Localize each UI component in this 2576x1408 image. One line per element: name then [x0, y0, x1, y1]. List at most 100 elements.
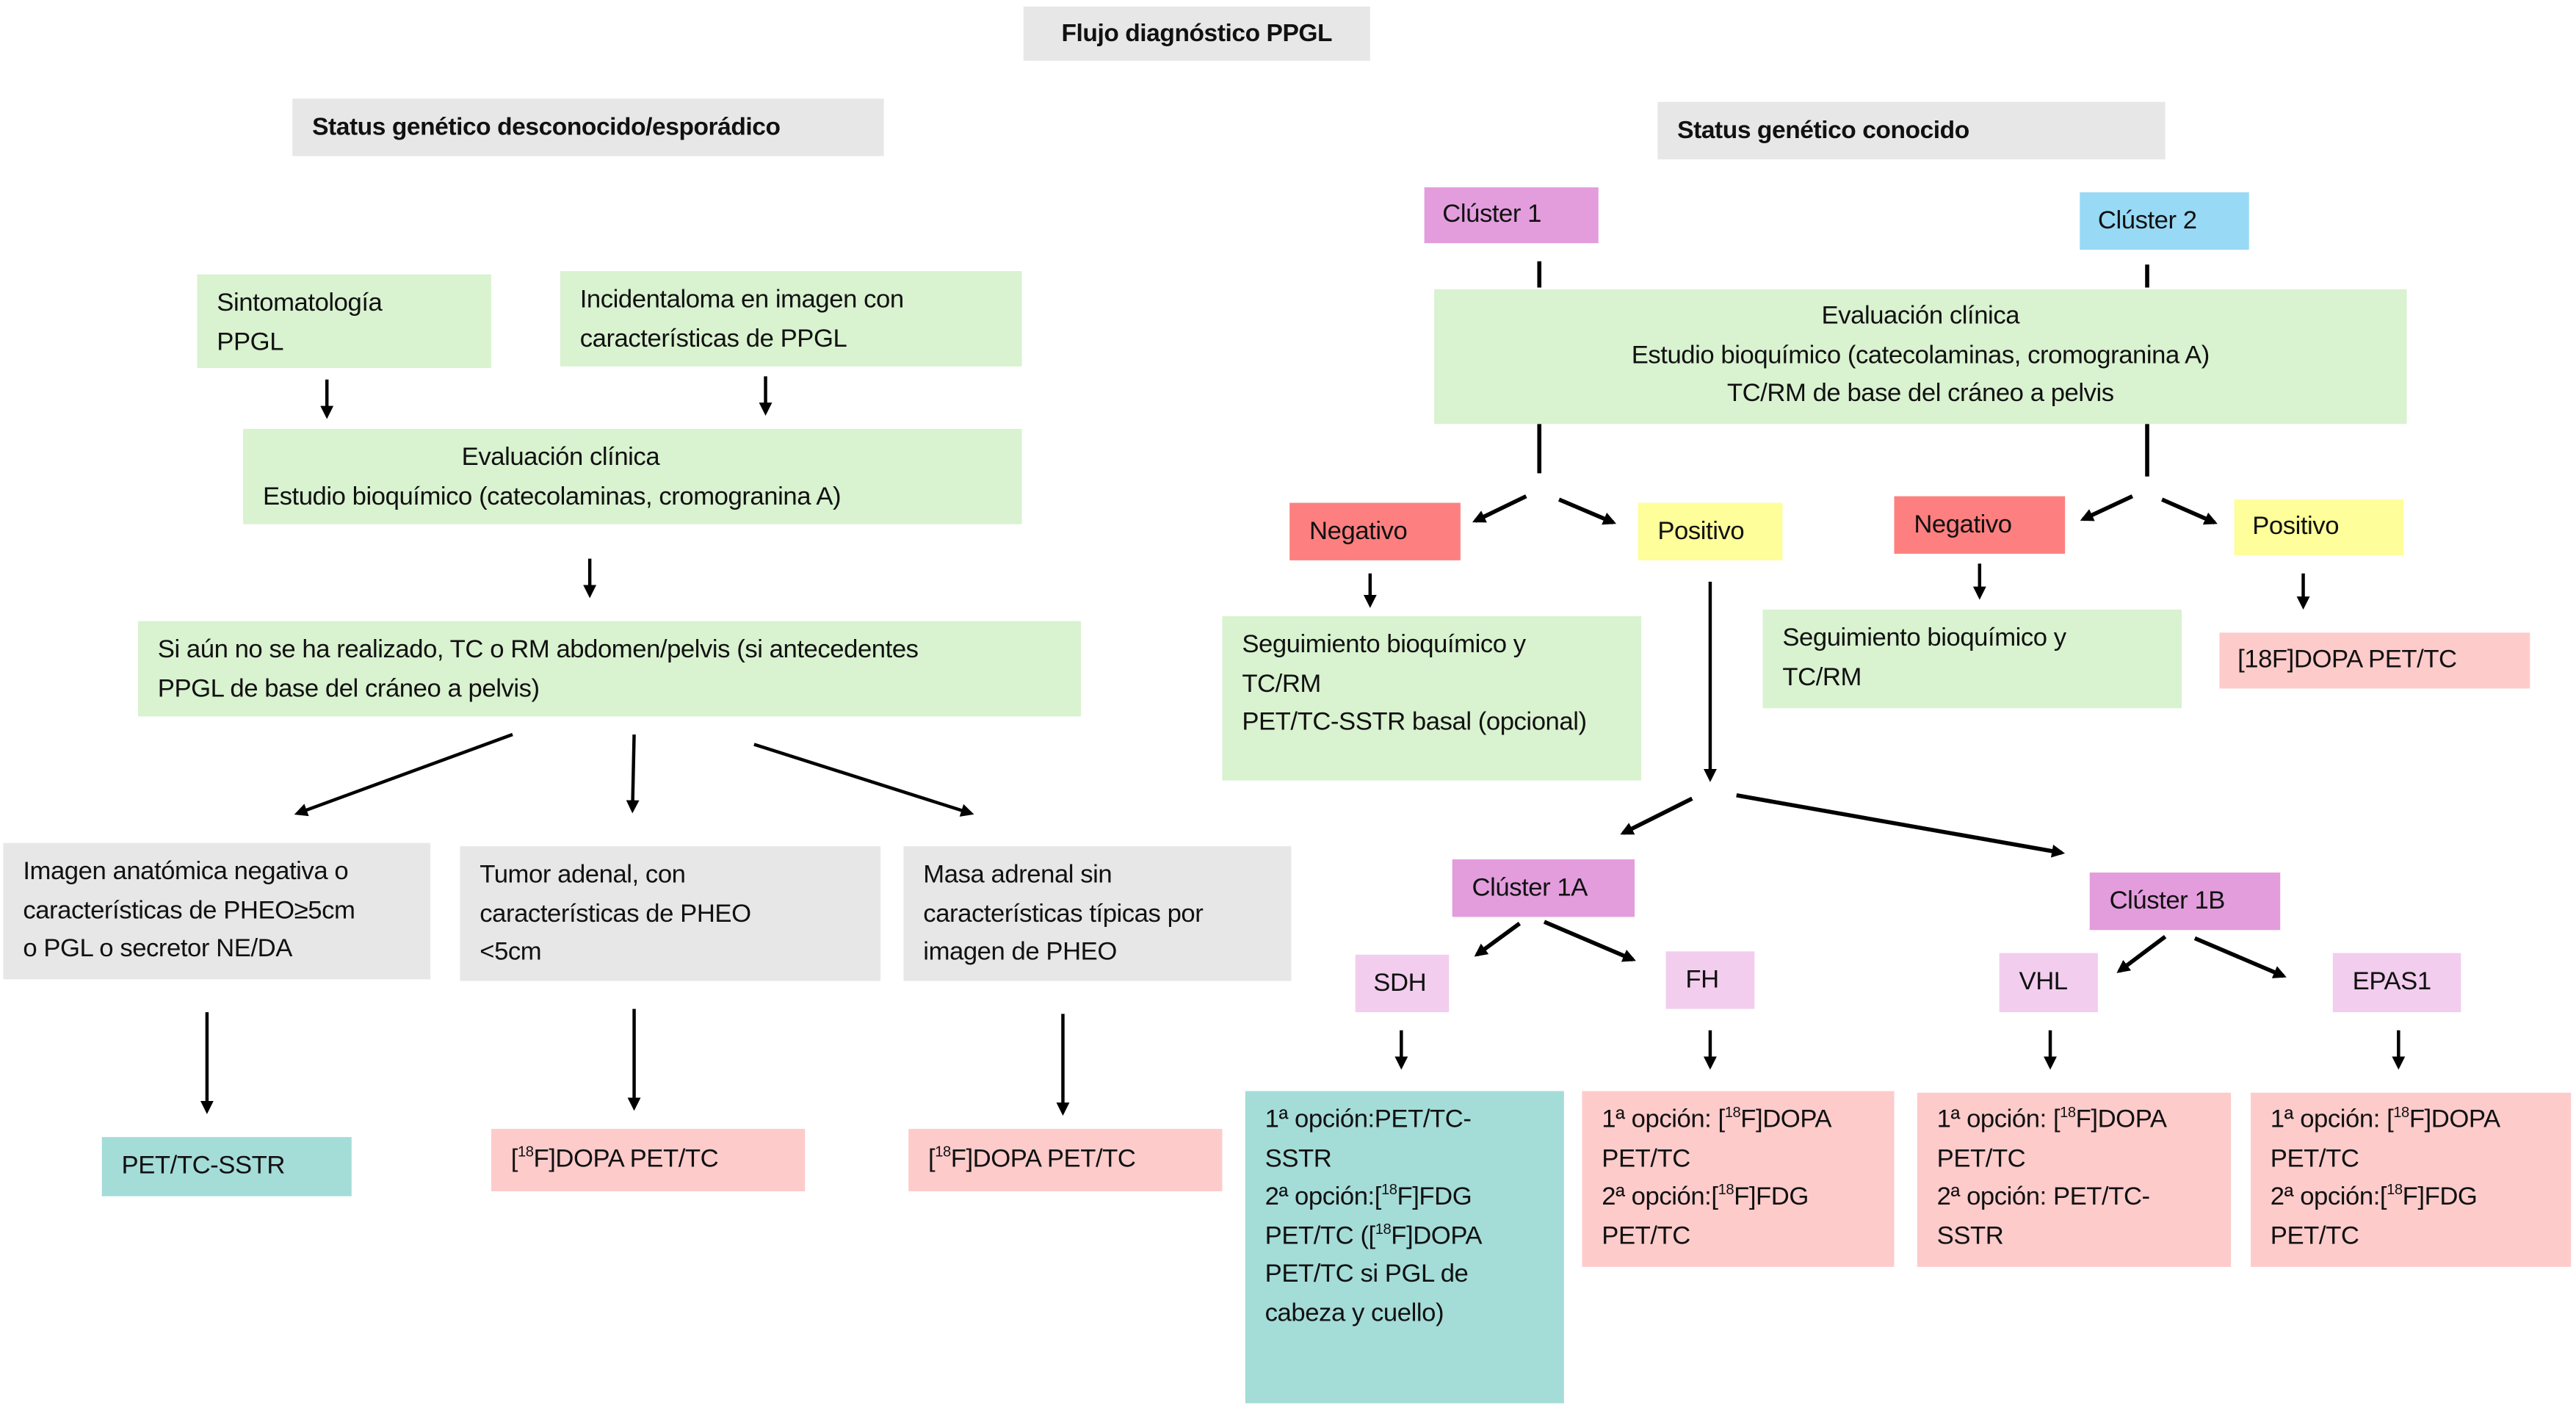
node-text-line: Tumor adenal, con [480, 861, 686, 889]
node-finding-adrenal-small: Tumor adenal, con características de PHE… [460, 846, 881, 981]
superscript: 18 [2387, 1181, 2403, 1198]
node-text-line: 1ª opción: [18F]DOPA [1937, 1101, 2212, 1140]
superscript: 18 [2060, 1104, 2076, 1121]
arrow-imaging-to-finding-3 [753, 743, 974, 817]
node-text-line: TC/RM [1242, 669, 1321, 698]
node-text-line: o PGL o secretor NE/DA [23, 934, 292, 963]
arrow-to-cluster1b [1736, 793, 2066, 858]
superscript: 18 [1724, 1104, 1741, 1121]
text-part: F]DOPA PET/TC [533, 1145, 719, 1174]
arrow-cluster1a-to-sdh [1474, 922, 1522, 957]
text-part: 2ª opción:[ [2270, 1183, 2387, 1211]
node-result-pet-sstr: PET/TC-SSTR [101, 1137, 352, 1196]
node-text-line: PET/TC [2271, 1217, 2552, 1256]
node-text-line: <5cm [480, 938, 542, 967]
node-finding-negative-or-large: Imagen anatómica negativa o característi… [3, 842, 431, 980]
node-text-line: PET/TC ([18F]DOPA [1265, 1217, 1544, 1256]
node-text-line: TC/RM [1782, 663, 1862, 691]
node-text-line: Clúster 1 [1442, 201, 1542, 229]
text-part: SSTR [1265, 1144, 1332, 1173]
text-part: F]DOPA PET/TC [950, 1145, 1136, 1174]
text-part: 2ª opción:[ [1265, 1183, 1382, 1211]
arrow-imaging-to-finding-1 [294, 732, 513, 817]
node-gene-sdh: SDH [1355, 954, 1450, 1013]
node-text-line: VHL [2019, 968, 2069, 997]
node-followup-branch1: Seguimiento bioquímico y TC/RM PET/TC-SS… [1222, 615, 1641, 781]
node-text-line: [18F]DOPA PET/TC [928, 1141, 1203, 1180]
node-text-line: Clúster 1A [1472, 873, 1588, 902]
superscript: 18 [1375, 1219, 1392, 1237]
node-gene-epas1: EPAS1 [2332, 953, 2461, 1013]
text-part: 1ª opción: [ [2270, 1105, 2394, 1134]
node-result-dopa-1: [18F]DOPA PET/TC [491, 1128, 806, 1191]
node-cluster-1a: Clúster 1A [1452, 859, 1635, 917]
section-header-known: Status genético conocido [1657, 101, 2166, 160]
section-header-sporadic-text: Status genético desconocido/esporádico [312, 112, 781, 141]
node-symptoms: Sintomatología PPGL [197, 274, 491, 369]
arrow-cluster1b-to-vhl [2116, 934, 2167, 973]
text-part: PET/TC [1936, 1144, 2026, 1173]
node-text-line: Negativo [1914, 510, 2012, 539]
node-text-line: 2ª opción: PET/TC- [1937, 1178, 2212, 1217]
node-text-line: características de PHEO≥5cm [23, 896, 355, 925]
text-part: 2ª opción:[ [1602, 1183, 1718, 1211]
node-text-line: características de PHEO [480, 899, 751, 928]
node-text-line: FH [1685, 965, 1719, 994]
arrow-branch2-positive [2161, 497, 2218, 525]
node-result-vhl: 1ª opción: [18F]DOPA PET/TC 2ª opción: PET… [1917, 1092, 2232, 1267]
diagram-title-text: Flujo diagnóstico PPGL [1061, 19, 1333, 48]
text-part: F]DOPA [2409, 1105, 2500, 1134]
arrow-branch1-positive [1558, 497, 1617, 525]
diagram-title: Flujo diagnóstico PPGL [1023, 6, 1370, 61]
node-text-line: Masa adrenal sin [923, 861, 1112, 889]
node-text-line: Imagen anatómica negativa o [23, 857, 349, 886]
node-clinical-eval-left: Evaluación clínica Estudio bioquímico (c… [243, 428, 1022, 524]
node-incidentaloma: Incidentaloma en imagen con característi… [560, 271, 1022, 367]
arrow-imaging-to-finding-2 [626, 734, 640, 814]
node-finding-adrenal-atypical: Masa adrenal sin características típicas… [903, 846, 1292, 981]
node-cluster-1: Clúster 1 [1424, 187, 1599, 244]
text-part: F]FDG [1397, 1183, 1472, 1211]
node-text-line: Estudio bioquímico (catecolaminas, cromo… [262, 482, 842, 510]
text-part: [ [510, 1145, 518, 1174]
superscript: 18 [1718, 1181, 1734, 1198]
text-part: PET/TC si PGL de [1265, 1260, 1469, 1288]
text-part: SSTR [1936, 1221, 2004, 1250]
node-cluster-1b: Clúster 1B [2089, 872, 2281, 931]
node-text-line: PPGL de base del cráneo a pelvis) [157, 674, 540, 703]
node-text-line: imagen de PHEO [923, 938, 1117, 967]
node-text-line: [18F]DOPA PET/TC [511, 1141, 786, 1180]
node-text-line: PET/TC [1602, 1217, 1874, 1256]
node-text-line: [18F]DOPA PET/TC [2237, 646, 2457, 674]
text-part: F]FDG [2402, 1183, 2478, 1211]
arrow-branch2-negative [2080, 494, 2134, 521]
node-text-line: Positivo [1657, 517, 1745, 546]
superscript: 18 [2393, 1104, 2409, 1121]
node-text-line: SDH [1373, 969, 1427, 997]
node-imaging: Si aún no se ha realizado, TC o RM abdom… [137, 621, 1082, 717]
section-header-known-text: Status genético conocido [1677, 116, 1969, 145]
node-text-line: PPGL [217, 328, 284, 356]
text-part: F]FDG [1734, 1183, 1809, 1211]
node-text-line: PET/TC [2271, 1139, 2552, 1178]
node-text-line: Estudio bioquímico (catecolaminas, cromo… [1631, 341, 2210, 369]
node-text-line: Seguimiento bioquímico y [1782, 624, 2066, 653]
text-part: 1ª opción: [ [1936, 1105, 2061, 1134]
text-part: 1ª opción: [ [1602, 1105, 1725, 1134]
node-text-line: PET/TC-SSTR basal (opcional) [1242, 708, 1587, 737]
node-result-cluster2-dopa: [18F]DOPA PET/TC [2219, 632, 2530, 689]
text-part: F]DOPA [1740, 1105, 1832, 1134]
node-text-line: 1ª opción: [18F]DOPA [2271, 1101, 2552, 1140]
node-text-line: Positivo [2252, 513, 2340, 541]
node-text-line: Sintomatología [217, 289, 383, 317]
node-text-line: Seguimiento bioquímico y [1242, 631, 1526, 660]
node-text-line: 1ª opción: [18F]DOPA [1602, 1101, 1874, 1140]
node-negative-branch1: Negativo [1289, 502, 1461, 560]
node-positive-branch1: Positivo [1638, 502, 1783, 560]
text-part: cabeza y cuello) [1265, 1299, 1444, 1327]
